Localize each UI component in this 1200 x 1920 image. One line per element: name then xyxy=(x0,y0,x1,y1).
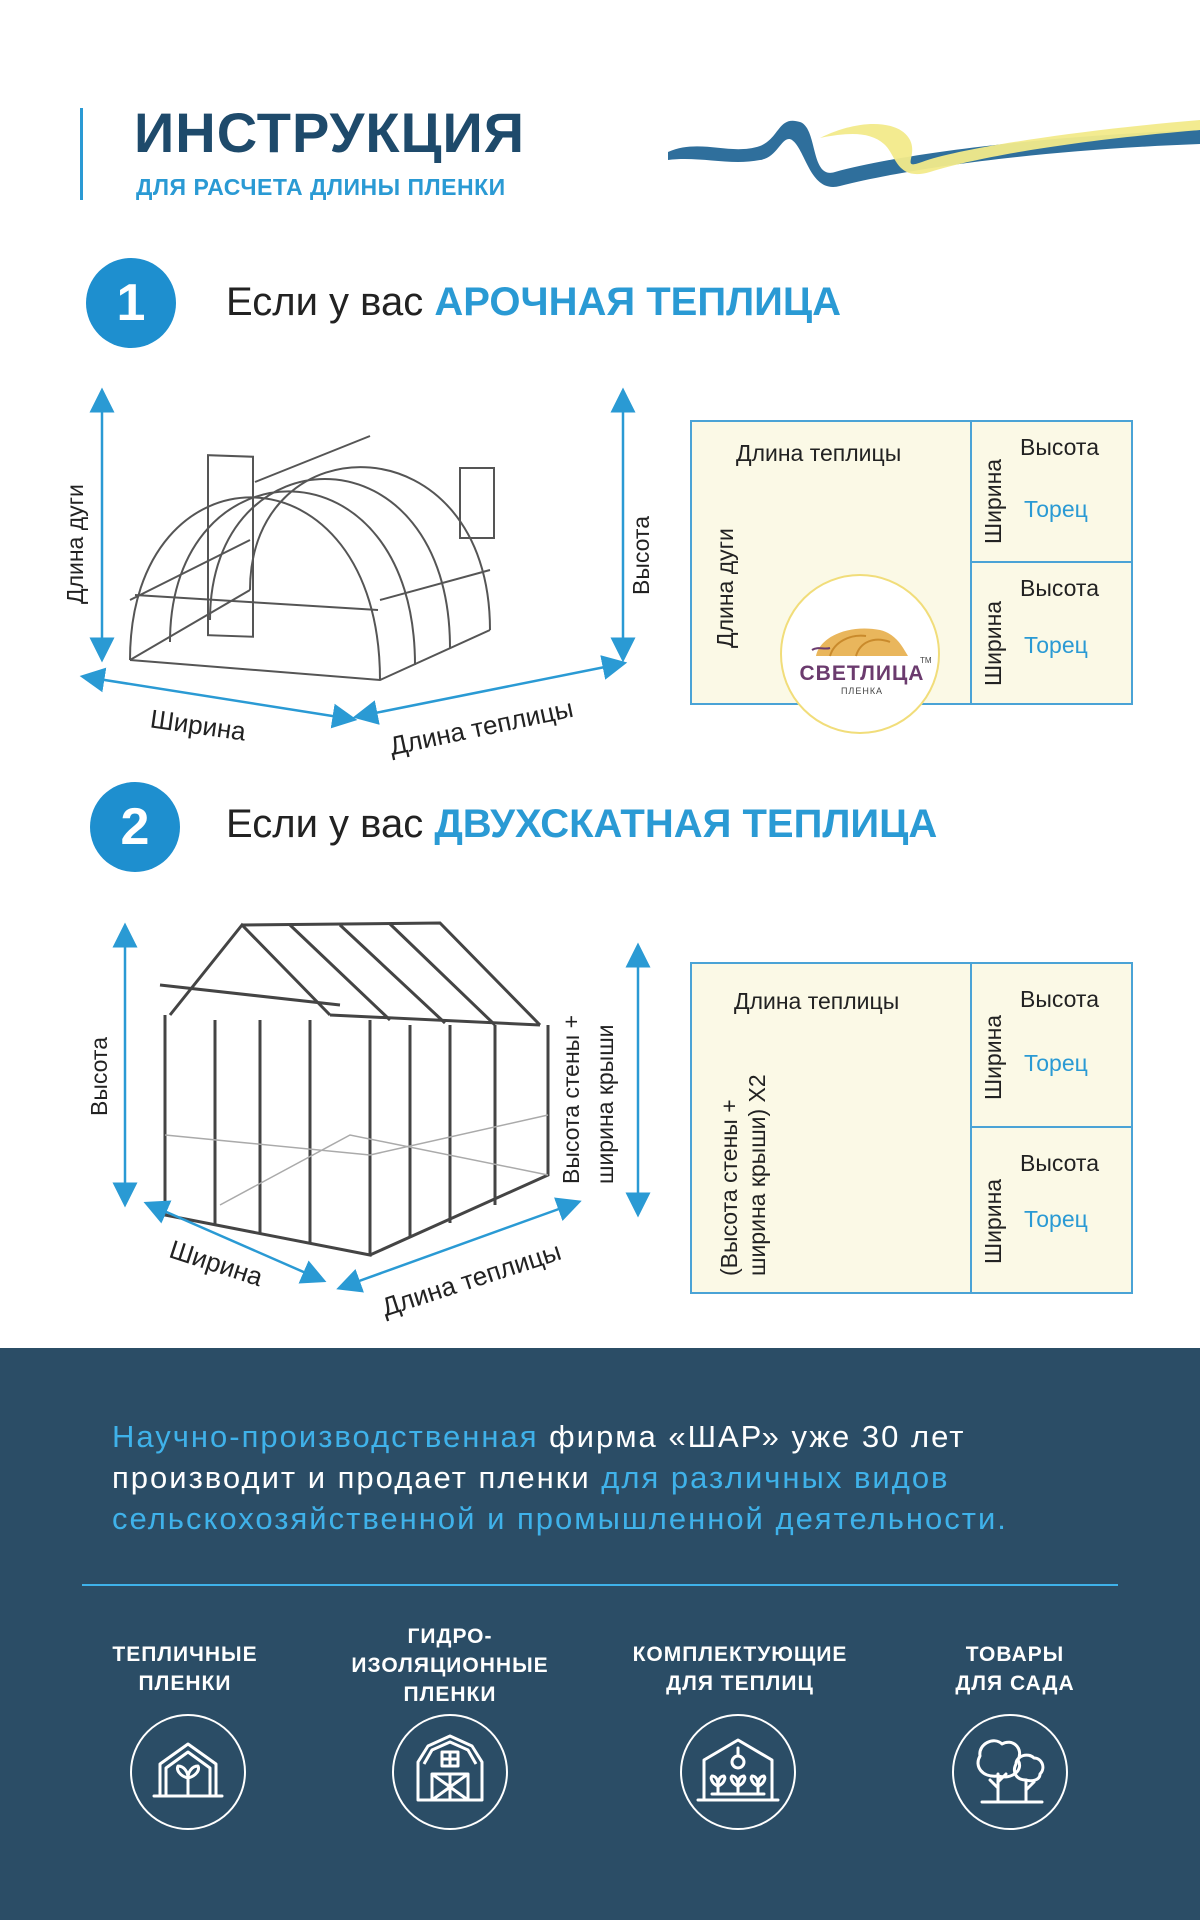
ribbon-decoration xyxy=(668,120,1200,187)
step-2-type: ДВУХСКАТНАЯ ТЕПЛИЦА xyxy=(434,802,938,846)
greenhouse-lamp-icon xyxy=(696,1738,780,1802)
logo-greenhouse-icon xyxy=(811,628,908,657)
step-2-badge: 2 xyxy=(90,782,180,872)
category-greenhouse-films-circle[interactable] xyxy=(130,1714,246,1830)
step-1-prefix: Если у вас xyxy=(226,280,424,324)
pattern2-end1-height: Высота xyxy=(1020,986,1099,1012)
footer-divider xyxy=(82,1584,1118,1586)
pattern1-end2-width: Ширина xyxy=(980,600,1006,686)
pattern2-length: Длина теплицы xyxy=(734,988,900,1014)
gable-greenhouse-diagram xyxy=(112,921,651,1293)
arched-greenhouse-diagram xyxy=(79,387,636,729)
logo-sub: ПЛЕНКА xyxy=(840,686,884,696)
logo-tm: TM xyxy=(920,656,932,665)
barn-icon xyxy=(416,1734,484,1802)
page-title: ИНСТРУКЦИЯ xyxy=(134,101,525,164)
category-garden-circle[interactable] xyxy=(952,1714,1068,1830)
label-height-2: Высота xyxy=(86,1037,112,1116)
label-wall-roof-2: ширина крыши xyxy=(592,1024,618,1184)
header-accent-bar xyxy=(80,108,83,200)
pattern2-end2-label: Торец xyxy=(1024,1206,1088,1232)
step-1-heading: Если у вас АРОЧНАЯ ТЕПЛИЦА xyxy=(226,280,841,325)
pattern2-side-1: (Высота стены + xyxy=(716,1099,742,1276)
description-part-3: для различных видов сельскохозяйственной… xyxy=(112,1460,1008,1536)
pattern2-end-panel-top xyxy=(970,962,1133,1128)
pattern2-end-panel-bottom xyxy=(970,1126,1133,1294)
pattern1-end-panel-bottom xyxy=(970,561,1133,705)
description-part-1: Научно-производственная xyxy=(112,1419,539,1454)
step-1-badge: 1 xyxy=(86,258,176,348)
pattern1-end2-label: Торец xyxy=(1024,632,1088,658)
pattern2-end1-label: Торец xyxy=(1024,1050,1088,1076)
pattern1-length: Длина теплицы xyxy=(736,440,902,466)
pattern2-main-panel xyxy=(690,962,972,1294)
pattern2-end1-width: Ширина xyxy=(980,1014,1006,1100)
pattern2-end2-height: Высота xyxy=(1020,1150,1099,1176)
pattern1-arc-length: Длина дуги xyxy=(712,528,738,648)
pattern2-end2-width: Ширина xyxy=(980,1178,1006,1264)
pattern1-end1-label: Торец xyxy=(1024,496,1088,522)
label-wall-roof-1: Высота стены + xyxy=(558,1015,584,1184)
pattern2-side-2: ширина крыши) Х2 xyxy=(744,1074,770,1276)
pattern1-end1-height: Высота xyxy=(1020,434,1099,460)
logo-brand: СВЕТЛИЦА xyxy=(799,662,925,685)
category-waterproofing-circle[interactable] xyxy=(392,1714,508,1830)
step-1-type: АРОЧНАЯ ТЕПЛИЦА xyxy=(434,280,841,324)
category-components-circle[interactable] xyxy=(680,1714,796,1830)
label-height-1: Высота xyxy=(628,516,654,595)
page-subtitle: ДЛЯ РАСЧЕТА ДЛИНЫ ПЛЕНКИ xyxy=(136,174,506,200)
greenhouse-sprout-icon xyxy=(152,1742,224,1798)
description-part-2: фирма «ШАР» уже 30 лет производит и прод… xyxy=(112,1419,966,1495)
step-2-heading: Если у вас ДВУХСКАТНАЯ ТЕПЛИЦА xyxy=(226,802,937,847)
pattern1-end2-height: Высота xyxy=(1020,575,1099,601)
step-2-prefix: Если у вас xyxy=(226,802,424,846)
trees-icon xyxy=(976,1739,1045,1804)
company-description: Научно-производственная фирма «ШАР» уже … xyxy=(112,1416,1092,1539)
pattern1-end1-width: Ширина xyxy=(980,458,1006,544)
label-arc-length: Длина дуги xyxy=(62,484,88,604)
svetlitsa-logo: СВЕТЛИЦА ПЛЕНКА TM xyxy=(780,574,940,734)
